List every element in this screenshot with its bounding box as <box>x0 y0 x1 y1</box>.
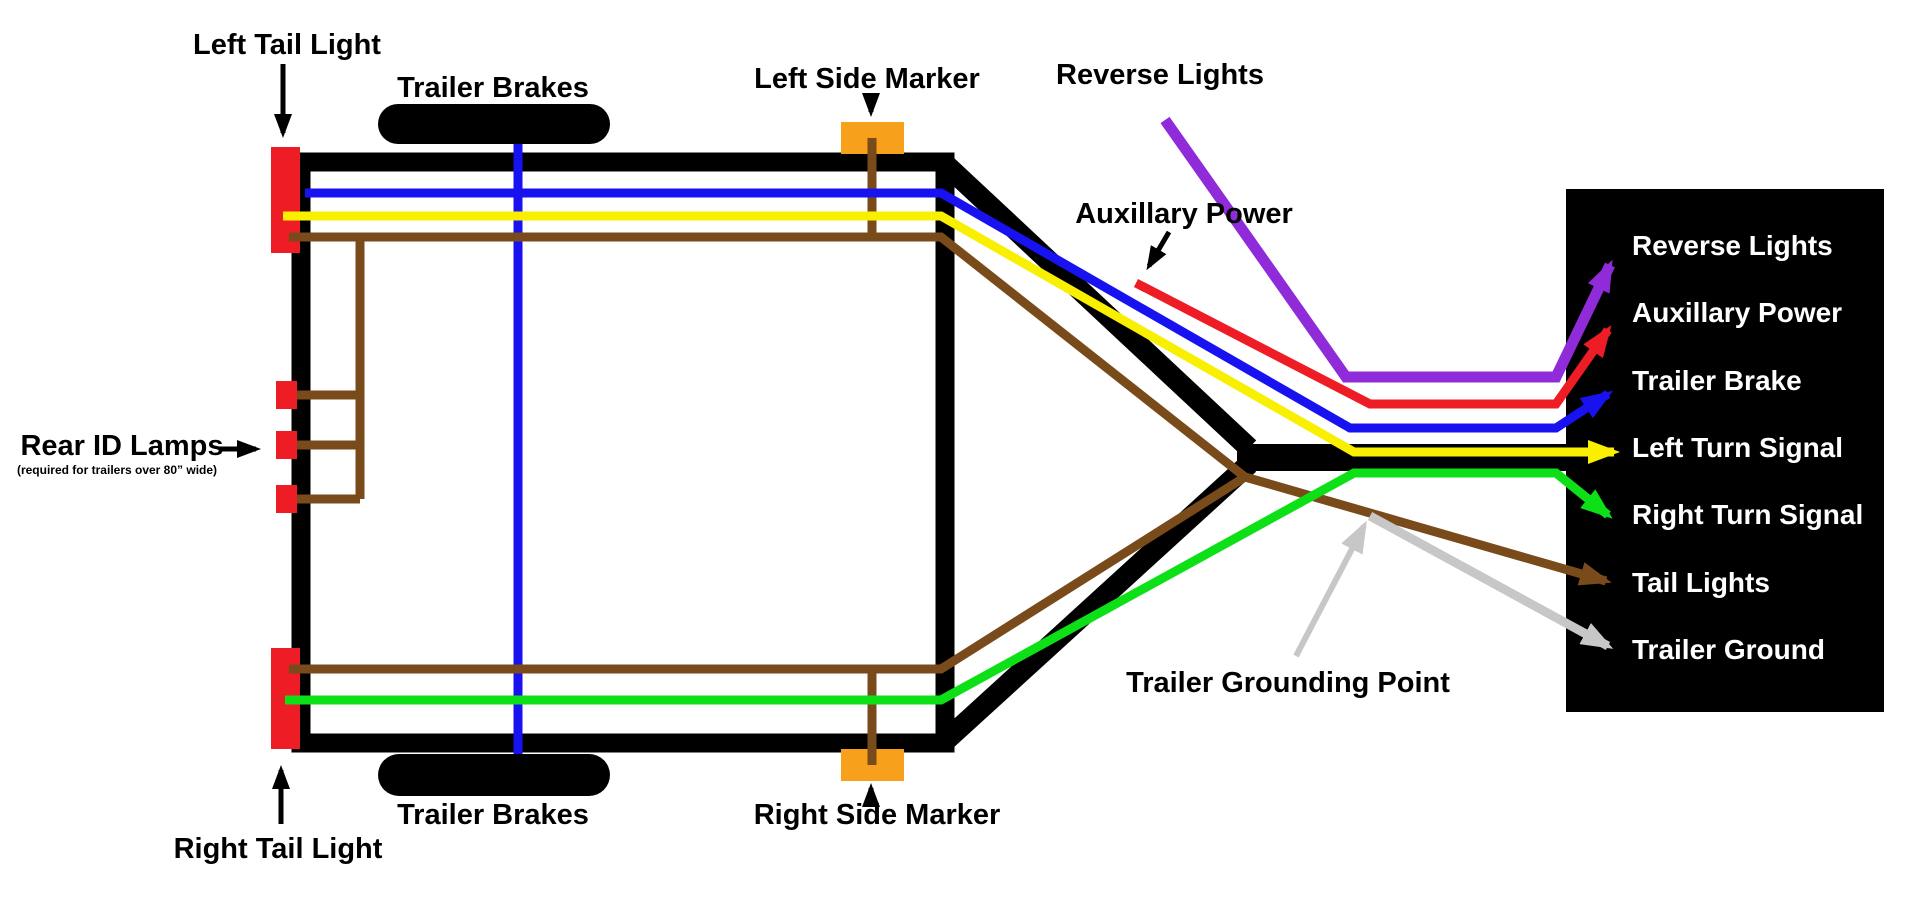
legend-label-right-turn-signal: Right Turn Signal <box>1632 499 1863 530</box>
rear-id-lamp-3 <box>276 485 297 513</box>
legend-label-trailer-brake: Trailer Brake <box>1632 365 1802 396</box>
legend-label-left-turn-signal: Left Turn Signal <box>1632 432 1843 463</box>
right-turn-wire <box>285 468 1613 705</box>
rear-id-lamp-2 <box>276 431 297 459</box>
wheel-top <box>378 104 610 144</box>
trailer-brakes-bottom-label: Trailer Brakes <box>397 799 589 831</box>
left-side-marker-label: Left Side Marker <box>754 63 980 95</box>
legend-label-reverse-lights: Reverse Lights <box>1632 230 1833 261</box>
legend-label-tail-lights: Tail Lights <box>1632 567 1770 598</box>
rear-id-lamp-1 <box>276 381 297 409</box>
legend-labels: Reverse Lights Auxillary Power Trailer B… <box>1632 230 1863 665</box>
pointer-arrows <box>219 64 1367 824</box>
wheel-bottom <box>378 754 610 796</box>
reverse-lights-wire <box>1160 116 1615 383</box>
right-tail-light-label: Right Tail Light <box>174 833 383 865</box>
rear-id-lamp-harness <box>297 237 365 504</box>
auxillary-power-arrow <box>1146 230 1172 271</box>
tail-wire-top <box>289 232 1248 481</box>
lights-and-markers <box>271 122 904 781</box>
right-side-marker-label: Right Side Marker <box>754 799 1001 831</box>
trailer-brake-wire <box>305 188 1614 433</box>
wires <box>283 116 1620 765</box>
trailer-brakes-top-label: Trailer Brakes <box>397 72 589 104</box>
auxillary-power-label: Auxillary Power <box>1075 198 1293 230</box>
trailer-frame <box>291 152 955 753</box>
trailer-ground-wire <box>1367 512 1614 650</box>
rear-id-lamps-note: (required for trailers over 80” wide) <box>17 463 217 477</box>
left-turn-wire <box>283 211 1620 464</box>
grounding-point-arrow <box>1293 520 1367 658</box>
diagram-labels: Left Tail Light Trailer Brakes Left Side… <box>17 29 1450 865</box>
legend-label-auxillary-power: Auxillary Power <box>1632 297 1842 328</box>
legend-label-trailer-ground: Trailer Ground <box>1632 634 1825 665</box>
tail-wire-out <box>1243 472 1612 586</box>
reverse-lights-label: Reverse Lights <box>1056 59 1264 91</box>
trailer-grounding-point-label: Trailer Grounding Point <box>1126 667 1450 699</box>
left-tail-light-label: Left Tail Light <box>193 29 381 61</box>
auxillary-power-wire <box>1133 279 1612 409</box>
rear-id-lamps-label: Rear ID Lamps <box>20 430 223 462</box>
tail-wire-bottom <box>289 473 1248 674</box>
